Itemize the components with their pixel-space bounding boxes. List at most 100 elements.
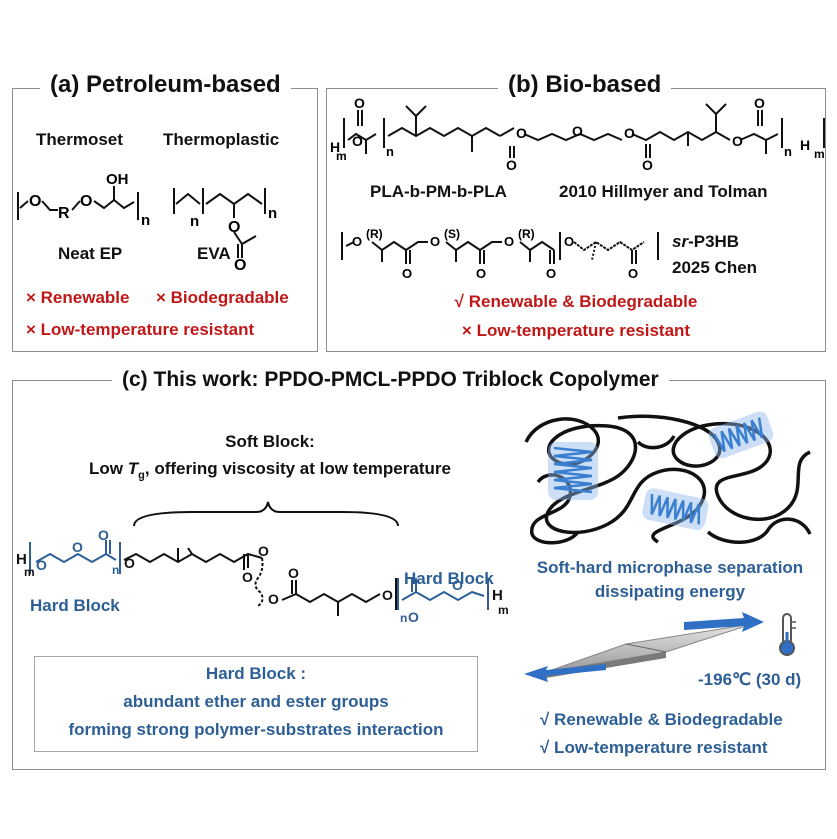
hard-block-left-label: Hard Block bbox=[30, 596, 120, 615]
epoxy-o2: O bbox=[80, 193, 92, 210]
phase-separation-line1: Soft-hard microphase separation bbox=[536, 558, 804, 577]
right-h: H bbox=[492, 587, 503, 604]
p3hb-o5: O bbox=[402, 266, 412, 281]
con-biodegradable: × Biodegradable bbox=[156, 288, 289, 307]
pla-label-text: PLA-b-PM-b-PLA bbox=[370, 182, 507, 201]
lap-shear-illustration bbox=[524, 612, 764, 682]
p3hb-r1: (R) bbox=[366, 227, 383, 241]
spring-bottom bbox=[642, 488, 709, 531]
hard-block-callout-line2: forming strong polymer-substrates intera… bbox=[68, 720, 444, 739]
force-arrow-right bbox=[684, 612, 764, 632]
tg-subscript: g bbox=[138, 469, 145, 482]
eva-label: EVA bbox=[197, 244, 231, 263]
p3hb-o3: O bbox=[504, 234, 514, 249]
thermoplastic-label: Thermoplastic bbox=[163, 130, 280, 149]
soft-block-desc-post: , offering viscosity at low temperature bbox=[144, 459, 451, 478]
pla-o9: O bbox=[754, 95, 765, 111]
soft-block-title: Soft Block: bbox=[225, 432, 315, 451]
pla-o2: O bbox=[354, 95, 365, 111]
pla-n2: n bbox=[784, 144, 792, 159]
mid-o5: O bbox=[288, 565, 299, 581]
bio-cons: × Low-temperature resistant bbox=[461, 321, 691, 340]
epoxy-structure: O R O OH n bbox=[17, 171, 150, 229]
pla-o3: O bbox=[506, 157, 517, 173]
eva-o: O bbox=[228, 219, 240, 236]
con-low-temp: × Low-temperature resistant bbox=[26, 320, 255, 339]
mid-o2: O bbox=[242, 569, 253, 585]
hard-block-callout bbox=[34, 656, 478, 752]
hard-block-right-label: Hard Block bbox=[404, 569, 494, 588]
temperature-label: -196℃ (30 d) bbox=[698, 670, 802, 689]
soft-block-brace bbox=[133, 501, 399, 527]
con-renewable: × Renewable bbox=[26, 288, 130, 307]
pro-renewable: √ Renewable & Biodegradable bbox=[540, 710, 783, 729]
right-n: n bbox=[400, 611, 407, 625]
panel-c-title: (c) This work: PPDO-PMCL-PPDO Triblock C… bbox=[112, 366, 669, 394]
thermoset-label: Thermoset bbox=[36, 130, 123, 149]
epoxy-n: n bbox=[141, 212, 150, 229]
p3hb-o7: O bbox=[546, 266, 556, 281]
eva-o2: O bbox=[234, 257, 246, 274]
mid-o1: O bbox=[124, 555, 135, 571]
pla-o1: O bbox=[352, 133, 363, 149]
p3hb-o8: O bbox=[628, 266, 638, 281]
eva-n2: n bbox=[268, 205, 277, 222]
left-m: m bbox=[24, 565, 35, 579]
mid-o6: O bbox=[382, 587, 393, 603]
p3hb-reference: 2025 Chen bbox=[672, 258, 758, 277]
force-arrow-left bbox=[524, 664, 606, 682]
pro-low-temp: √ Low-temperature resistant bbox=[540, 738, 768, 757]
right-m: m bbox=[498, 603, 509, 617]
spring-top-right bbox=[708, 411, 774, 459]
pla-o6: O bbox=[624, 125, 635, 141]
pla-o4: O bbox=[516, 125, 527, 141]
soft-block-desc: Low Tg, offering viscosity at low temper… bbox=[40, 459, 500, 481]
panel-b-title: (b) Bio-based bbox=[498, 71, 672, 99]
triblock-structure: H m O O O n O O O O O O n O O H m bbox=[16, 527, 509, 625]
p3hb-o2: O bbox=[430, 234, 440, 249]
pla-reference: 2010 Hillmyer and Tolman bbox=[559, 182, 768, 201]
eva-n: n bbox=[190, 213, 199, 230]
thermometer-icon bbox=[779, 613, 796, 656]
p3hb-name: -P3HB bbox=[688, 232, 740, 251]
tg-symbol: T bbox=[127, 459, 139, 478]
p3hb-o4: O bbox=[564, 234, 574, 249]
pla-o5: O bbox=[572, 123, 583, 139]
right-o2: O bbox=[452, 577, 463, 593]
pla-o8: O bbox=[732, 133, 743, 149]
panel-a-title: (a) Petroleum-based bbox=[40, 71, 291, 99]
p3hb-structure: O (R) O (S) O (R) O O O O O bbox=[341, 227, 659, 281]
pla-h-right: H bbox=[800, 137, 810, 153]
left-o3: O bbox=[98, 527, 109, 543]
mid-o4: O bbox=[268, 591, 279, 607]
spring-left bbox=[548, 442, 598, 500]
hard-block-callout-title: Hard Block : bbox=[205, 664, 307, 683]
eva-structure: n O n O bbox=[173, 188, 277, 274]
epoxy-r: R bbox=[58, 205, 70, 222]
mid-o3: O bbox=[258, 543, 269, 559]
p3hb-s: (S) bbox=[444, 227, 460, 241]
right-o1: O bbox=[408, 609, 419, 625]
p3hb-o6: O bbox=[476, 266, 486, 281]
hard-block-callout-line1: abundant ether and ester groups bbox=[123, 692, 389, 711]
soft-block-desc-pre: Low bbox=[89, 459, 128, 478]
p3hb-r2: (R) bbox=[518, 227, 535, 241]
left-h: H bbox=[16, 551, 27, 568]
bio-pros: √ Renewable & Biodegradable bbox=[454, 292, 698, 311]
pla-m-right: m bbox=[814, 147, 825, 161]
left-n: n bbox=[112, 563, 119, 577]
epoxy-o1: O bbox=[29, 193, 41, 210]
p3hb-label: sr-P3HB bbox=[672, 232, 739, 252]
p3hb-prefix: sr bbox=[672, 232, 689, 251]
pla-pm-pla-structure: H m O n O O O O O O O n O H m bbox=[330, 95, 825, 173]
p3hb-o1: O bbox=[352, 234, 362, 249]
pla-label: PLA-b-PM-b-PLA bbox=[370, 182, 507, 202]
neat-ep-label: Neat EP bbox=[58, 244, 123, 263]
left-o2: O bbox=[72, 539, 83, 555]
pla-h-left: H bbox=[330, 139, 340, 155]
pla-n1: n bbox=[386, 144, 394, 159]
epoxy-oh: OH bbox=[106, 171, 129, 188]
pla-o7: O bbox=[642, 157, 653, 173]
phase-separation-line2: dissipating energy bbox=[594, 582, 746, 601]
pla-m-left: m bbox=[336, 149, 347, 163]
